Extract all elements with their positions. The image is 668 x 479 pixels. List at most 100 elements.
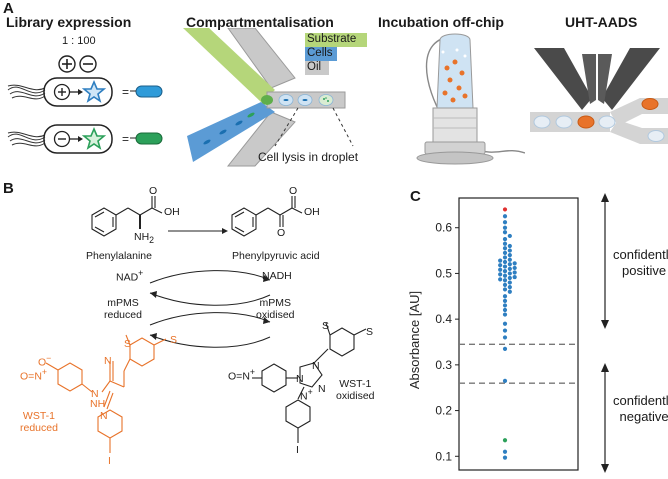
droplets-icon [441,48,468,103]
wst1-reduced-i: I [108,455,111,467]
absorbance-scatter-chart: Absorbance [AU] 0.10.20.30.40.50.6 [407,193,609,473]
phenylpyruvic-structure [231,196,303,237]
panel-c-label: C [410,188,421,205]
svg-text:=: = [122,132,129,146]
library-expression-illustration: = = [7,55,163,154]
sorting-chip [530,48,668,144]
plus-symbol-icon [58,55,76,73]
data-point [502,255,508,260]
panel-b-label: B [3,180,14,197]
minus-symbol-icon [79,55,97,73]
legend-cells [305,47,337,61]
confidently-negative-label: confidentlynegative [613,393,668,424]
y-tick-label: 0.4 [435,312,452,326]
data-point [502,264,508,269]
data-point [507,233,512,239]
wst1-reduced-n1: N [91,388,99,400]
data-point [507,248,512,253]
phenylpyruvic-label: Phenylpyruvic acid [232,250,320,262]
cell-negative-icon: = [7,124,163,154]
data-point [502,335,508,340]
y-axis-ticks: 0.10.20.30.40.50.6 [435,221,459,463]
data-point [502,303,508,308]
data-point [502,378,508,383]
wst1-reduced-n2: N [104,355,112,367]
y-tick-label: 0.5 [435,266,452,280]
data-point [512,265,517,271]
confidently-positive-arrow-icon [601,193,609,329]
data-point [507,262,512,267]
data-point [502,282,508,287]
wst1-reduced-nitro-o: O− [38,353,52,369]
wst1-oxidised-s1: S [322,320,330,332]
data-point [502,278,508,283]
reaction-scheme [45,196,367,453]
wst1-oxidised-n3: N [318,383,326,395]
data-point [502,207,508,212]
wst1-oxidised-n1: N [296,373,304,385]
cell-positive-icon: = [7,77,163,107]
data-point [502,273,508,278]
phenylpyruvic-o-bottom: O [277,227,286,239]
data-point [498,267,503,272]
y-tick-label: 0.3 [435,358,452,372]
phenylalanine-label: Phenylalanine [86,250,152,262]
data-point [502,246,508,251]
droplets-icon [278,94,334,106]
y-tick-label: 0.2 [435,404,452,418]
phenylpyruvic-oh: OH [304,206,320,218]
nadh-label: NADH [262,270,292,282]
wst1-oxidised-n4: N+ [300,387,313,403]
phenylalanine-oh: OH [164,206,180,218]
data-point [502,241,508,246]
data-point [502,298,508,303]
compartmentalisation-title: Compartmentalisation [186,14,334,30]
confidently-positive-label: confidentlypositive [613,247,668,278]
phenylalanine-o: O [149,185,158,197]
data-point [507,280,512,285]
wst1-reduced-n3: N [100,410,108,422]
phenylpyruvic-o-top: O [289,185,298,197]
threshold-lines [459,343,578,384]
data-point [502,312,508,317]
data-point [498,272,503,277]
data-point [502,259,508,265]
wst1-oxidised-structure [252,322,367,443]
data-point [512,270,517,275]
data-point [507,289,512,294]
data-point [512,261,517,266]
data-point [502,220,508,225]
data-point [498,258,503,263]
y-tick-label: 0.6 [435,221,452,235]
data-point [502,269,508,274]
data-point [502,455,508,460]
wst1-reduced-s1: S [124,338,132,350]
panel-a-label: A [3,0,14,17]
phenylalanine-nh2: NH2 [134,231,155,246]
data-point [507,243,512,249]
cells-in-channel-icon [203,112,255,145]
data-point [502,214,508,219]
data-point [502,346,508,351]
data-point [502,237,508,242]
data-point [502,438,508,443]
data-point [502,250,508,255]
legend-substrate-label: Substrate [307,33,357,45]
legend-oil-label: Oil [307,61,322,73]
data-point [502,307,508,313]
data-points [498,207,517,460]
confidently-negative-arrow-icon [601,363,609,473]
wst1-reduced-nitro-n: O=N+ [20,367,48,383]
uht-aads-title: UHT-AADS [565,14,638,30]
library-expression-title: Library expression [6,14,132,30]
data-point [502,287,508,292]
data-point [507,271,512,276]
data-point [507,275,512,281]
y-axis-label: Absorbance [AU] [407,291,422,389]
legend-oil [305,61,329,75]
data-point [502,294,508,299]
cell-lysis-caption: Cell lysis in droplet [258,150,359,164]
wst1-oxidised-s2: S [366,326,374,338]
